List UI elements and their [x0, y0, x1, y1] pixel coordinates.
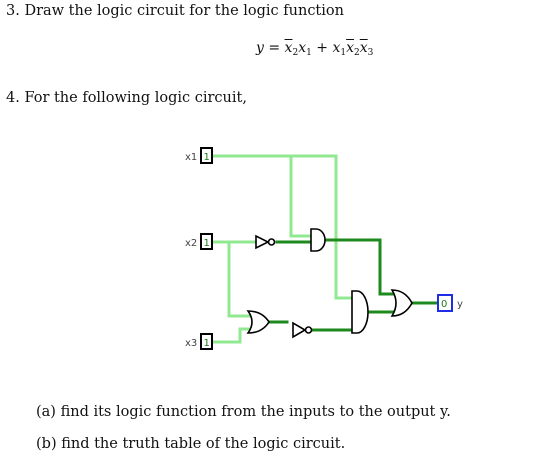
- input-x1-value: 1: [204, 152, 210, 163]
- not-gate-1-bubble: [267, 238, 276, 246]
- formula-term2-var1: x: [332, 40, 341, 56]
- output-y-box: [437, 294, 453, 312]
- input-x3-value: 1: [204, 338, 210, 349]
- output-y-value: 0: [441, 299, 447, 310]
- formula-term2-var3: x: [359, 40, 368, 56]
- formula-term2-sub3: 3: [367, 48, 374, 58]
- formula-term1-var1: x: [284, 40, 293, 56]
- formula-lhs: y =: [256, 40, 285, 56]
- logic-function-formula: y = x2x1 + x1x2x3: [256, 40, 373, 59]
- input-pin-x1: x1 1: [185, 147, 213, 164]
- input-x2-value: 1: [204, 238, 210, 249]
- input-x1-label: x1: [185, 152, 197, 163]
- high-wires: [211, 154, 354, 344]
- low-wires: [264, 238, 440, 332]
- wire-and1-out: [320, 238, 397, 296]
- and-gate-1: [310, 228, 326, 252]
- wire-x1-main: [211, 154, 354, 300]
- formula-term2-var2: x: [346, 40, 355, 56]
- input-x2-label: x2: [185, 238, 197, 249]
- wire-x1-branch: [289, 154, 313, 238]
- formula-term2-sub2: 2: [354, 48, 360, 58]
- part-b-text: (b) find the truth table of the logic ci…: [36, 436, 346, 452]
- input-x1-box: [200, 147, 213, 164]
- formula-plus: +: [311, 40, 333, 56]
- not-gate-2: [292, 321, 307, 339]
- input-x2-box: [200, 233, 213, 250]
- or-gate-2: [390, 289, 413, 317]
- formula-term2-sub1: 1: [340, 48, 347, 58]
- question-3-text: 3. Draw the logic circuit for the logic …: [6, 3, 344, 19]
- part-a-text: (a) find its logic function from the inp…: [36, 404, 451, 420]
- output-y-label: y: [457, 299, 463, 310]
- input-x3-label: x3: [185, 338, 197, 349]
- not-gate-1: [255, 234, 270, 250]
- formula-term1-sub2: 1: [306, 48, 312, 58]
- wire-x3: [211, 327, 252, 344]
- output-pin-y: 0 y: [437, 294, 463, 312]
- formula-term1-var2: x: [298, 40, 307, 56]
- or-gate-1: [246, 310, 270, 334]
- question-4-text: 4. For the following logic circuit,: [6, 90, 247, 106]
- gates: [246, 228, 413, 339]
- input-pin-x2: x2 1: [185, 233, 213, 250]
- and-gate-2: [351, 290, 369, 334]
- input-pin-x3: x3 1: [185, 333, 213, 350]
- formula-term1-sub1: 2: [292, 48, 299, 58]
- input-x3-box: [200, 333, 213, 350]
- not-gate-2-bubble: [304, 326, 313, 334]
- wire-x2-branch: [227, 240, 252, 318]
